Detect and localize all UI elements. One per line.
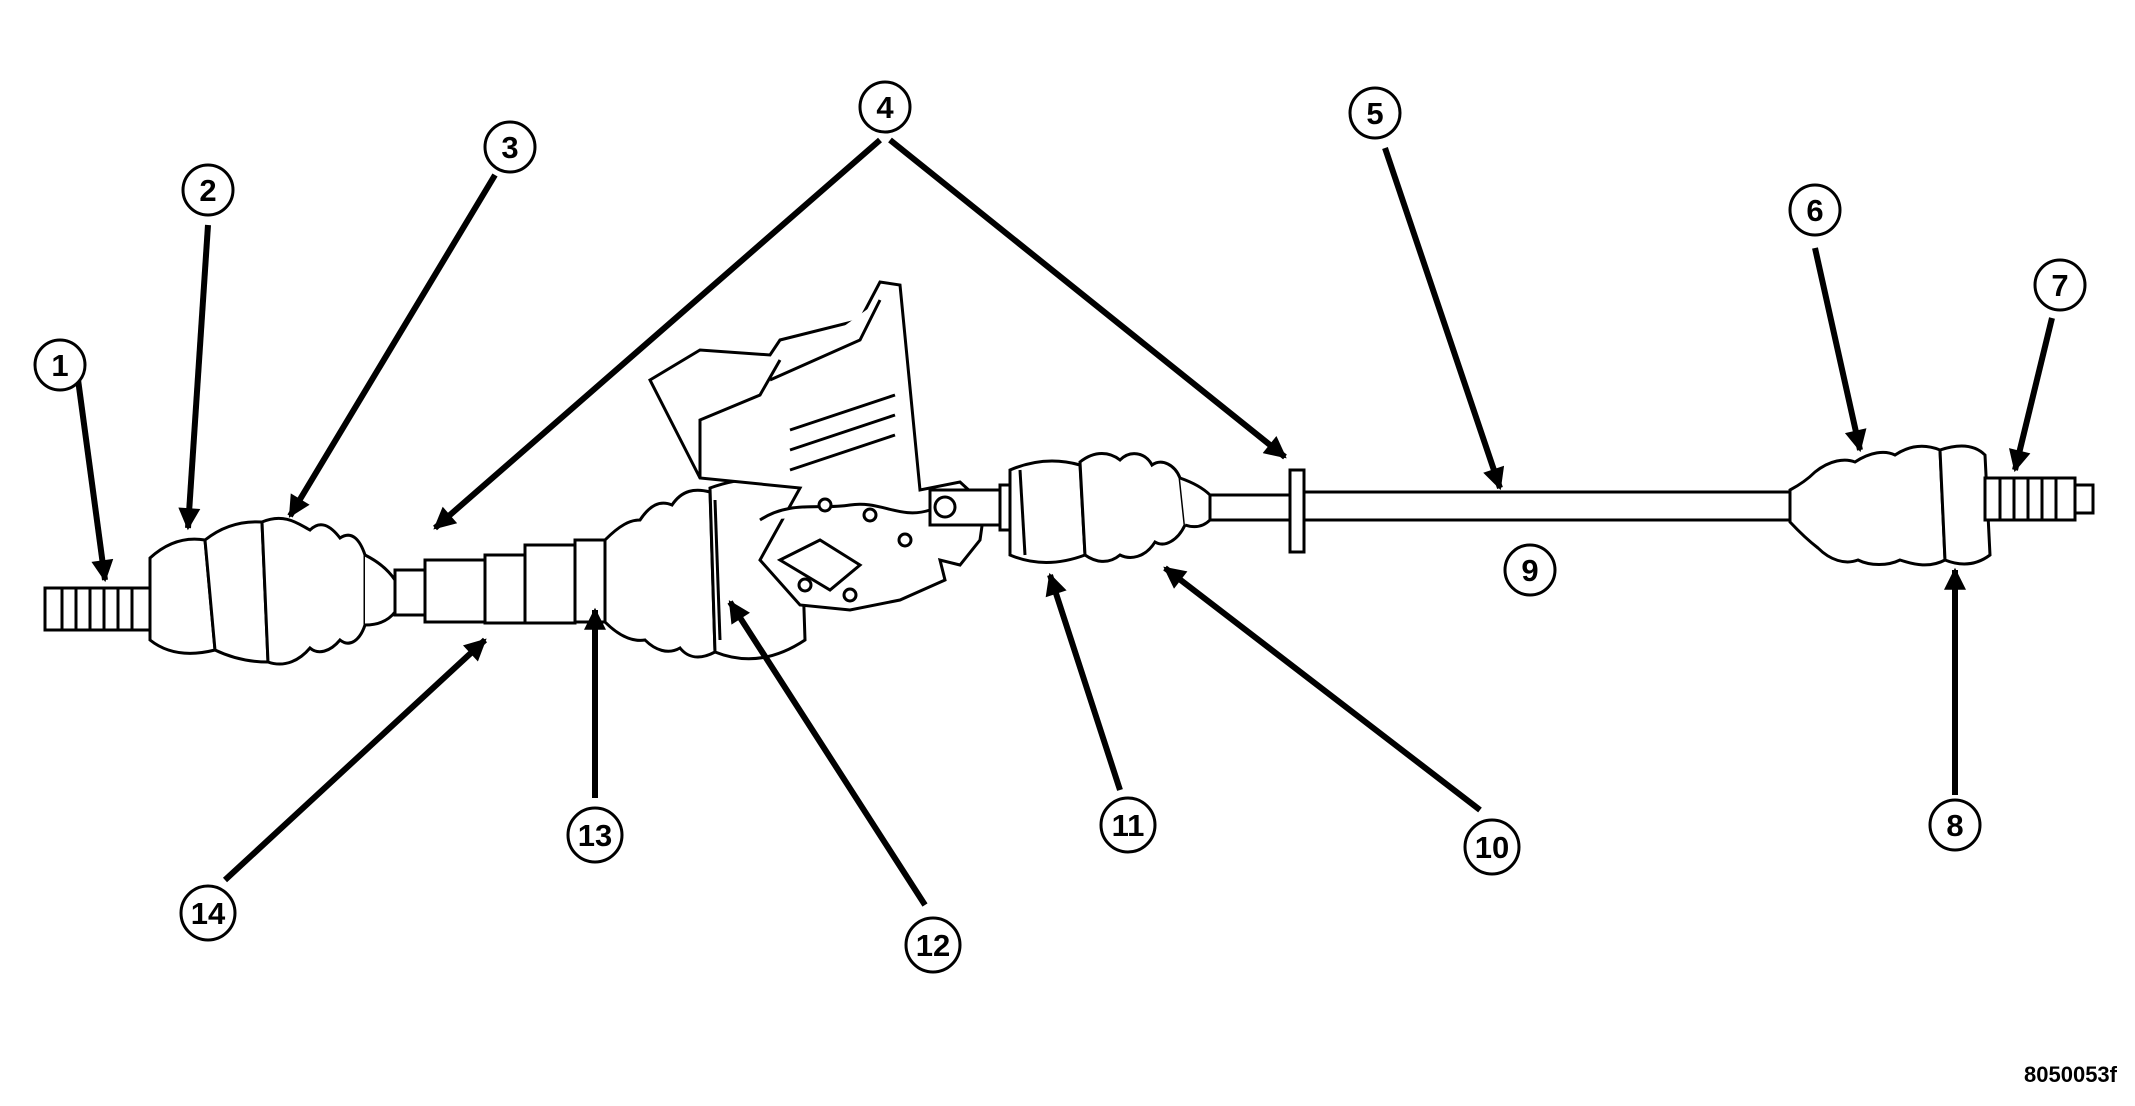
callout-label: 10 — [1475, 830, 1509, 865]
leader-lines — [74, 137, 2055, 907]
right-splined-stub-shaft — [1983, 476, 2095, 522]
leader-4b — [888, 137, 1287, 460]
callout-8: 8 — [1928, 798, 1982, 852]
leader-2 — [178, 224, 211, 531]
callout-label: 5 — [1366, 96, 1383, 131]
left-splined-stub-shaft — [43, 586, 157, 632]
callout-7: 7 — [2033, 258, 2087, 312]
leader-4a — [433, 137, 882, 531]
callout-label: 6 — [1806, 193, 1823, 228]
callout-10: 10 — [1463, 818, 1521, 876]
callout-2: 2 — [181, 163, 235, 217]
callout-label: 14 — [191, 896, 226, 931]
callout-12: 12 — [904, 916, 962, 974]
callout-label: 11 — [1112, 808, 1145, 843]
right-outer-cv-joint — [1938, 444, 1992, 566]
callout-label: 8 — [1946, 808, 1963, 843]
leader-6 — [1812, 247, 1867, 453]
callout-label: 4 — [876, 90, 894, 125]
leader-11 — [1045, 572, 1123, 791]
left-interconnecting-shaft — [393, 538, 607, 625]
leader-5 — [1382, 147, 1505, 491]
callout-3: 3 — [483, 120, 537, 174]
leader-7 — [2008, 317, 2055, 473]
right-inner-tripod-housing — [1008, 459, 1087, 564]
callout-1: 1 — [33, 338, 87, 392]
left-outer-boot — [260, 516, 397, 666]
left-axle-assembly — [43, 477, 807, 666]
callout-label: 12 — [916, 928, 950, 963]
leader-10 — [1163, 565, 1482, 813]
leader-3 — [287, 173, 498, 518]
callout-14: 14 — [179, 884, 237, 942]
callout-label: 9 — [1521, 553, 1538, 588]
callout-label: 1 — [51, 348, 68, 383]
callout-13: 13 — [566, 806, 624, 864]
callout-9: 9 — [1503, 543, 1557, 597]
leader-1 — [74, 371, 114, 583]
callout-label: 2 — [199, 173, 216, 208]
transaxle-case — [648, 280, 1032, 612]
callout-label: 13 — [578, 818, 612, 853]
leader-12 — [727, 600, 928, 907]
leader-14 — [222, 637, 488, 883]
right-halfshaft-bar — [1208, 468, 1792, 554]
left-outer-cv-joint — [148, 520, 270, 664]
callout-11: 11 — [1099, 796, 1157, 854]
callout-6: 6 — [1788, 183, 1842, 237]
callout-label: 3 — [501, 130, 518, 165]
right-inner-boot — [1078, 452, 1212, 563]
callout-5: 5 — [1348, 86, 1402, 140]
left-inner-boot — [603, 488, 717, 659]
right-outer-boot — [1788, 444, 1947, 567]
right-axle-assembly — [1008, 444, 2095, 567]
figure-id: 8050053f — [2024, 1062, 2117, 1087]
callout-label: 7 — [2051, 268, 2068, 303]
callout-4: 4 — [858, 80, 912, 134]
